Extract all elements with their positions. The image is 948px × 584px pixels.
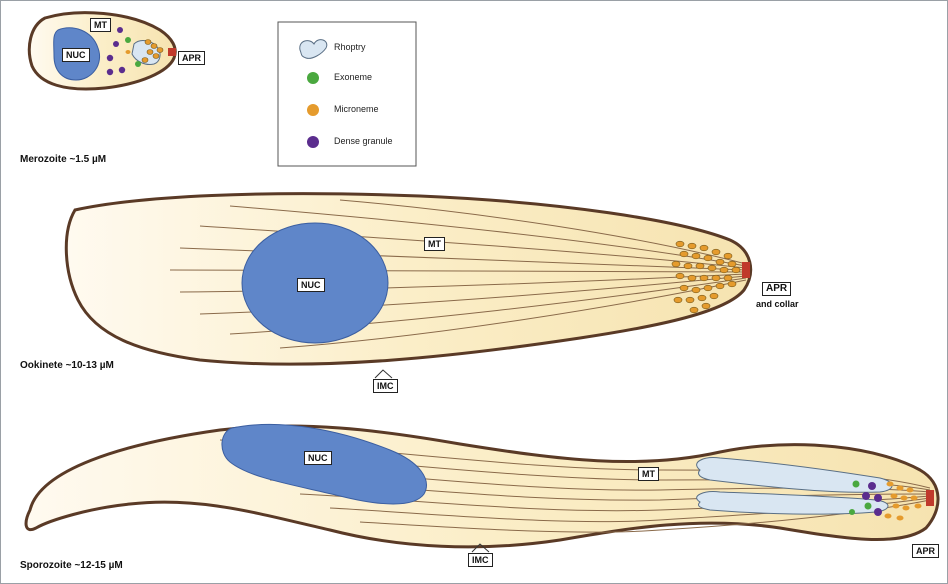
sporozoite-stage-label: Sporozoite ~12-15 µM [20,560,123,571]
sporozoite-apr-label: APR [912,544,939,558]
legend-dense-granule-swatch [307,136,319,148]
ookinete-nuc-label: NUC [297,278,325,292]
sporozoite-imc-label: IMC [468,553,493,567]
legend-microneme-swatch [307,104,319,116]
legend-exoneme-swatch [307,72,319,84]
legend-dense-granule-label: Dense granule [334,136,393,146]
sporozoite [26,424,938,552]
legend-exoneme-label: Exoneme [334,72,372,82]
sporozoite-mt-label: MT [638,467,659,481]
ookinete-imc-pointer [375,370,392,378]
merozoite-nuc-label: NUC [62,48,90,62]
legend-microneme-label: Microneme [334,104,379,114]
ookinete-imc-label: IMC [373,379,398,393]
ookinete-apr-sub-label: and collar [756,299,799,309]
merozoite-apr-label: APR [178,51,205,65]
merozoite-apr [168,48,176,56]
legend-rhoptry-label: Rhoptry [334,42,366,52]
ookinete-mt-label: MT [424,237,445,251]
ookinete-apr-label: APR [762,282,791,296]
ookinete-stage-label: Ookinete ~10-13 µM [20,360,114,371]
merozoite-stage-label: Merozoite ~1.5 µM [20,154,106,165]
sporozoite-nuc-label: NUC [304,451,332,465]
sporozoite-apr [926,490,934,506]
ookinete-apr [742,262,750,278]
merozoite-mt-label: MT [90,18,111,32]
ookinete [66,194,750,378]
